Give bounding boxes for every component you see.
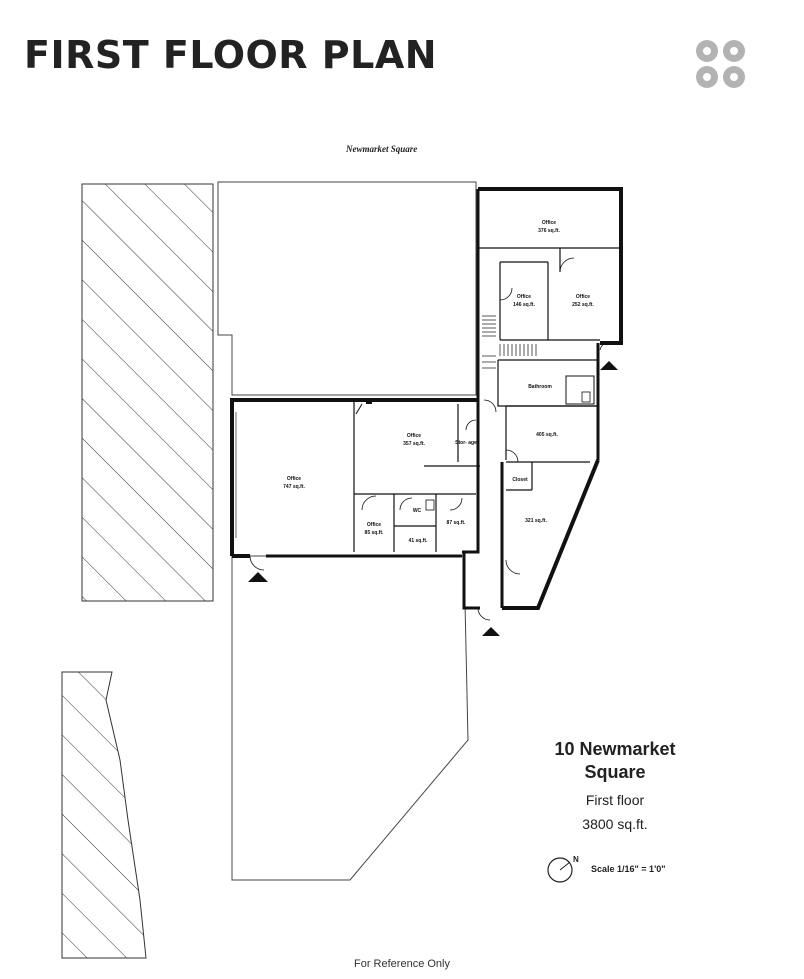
room-closet-name: Closet xyxy=(512,477,528,483)
wing-main xyxy=(230,398,480,571)
room-office-146-area: 146 sq.ft. xyxy=(513,302,535,308)
courtyard-outline xyxy=(217,181,477,396)
address-line-2: Square xyxy=(584,762,646,782)
room-office-376-area: 376 sq.ft. xyxy=(538,228,560,234)
room-labels: Office 376 sq.ft. Office 146 sq.ft. Offi… xyxy=(283,220,594,544)
area-label: 3800 sq.ft. xyxy=(582,816,648,832)
room-office-146-name: Office xyxy=(517,294,531,300)
room-storage-name: Stor- age xyxy=(455,440,477,446)
hatched-neighbour-lower xyxy=(61,671,147,959)
address-line-1: 10 Newmarket xyxy=(554,739,676,759)
entrance-triangle-icon xyxy=(600,361,618,370)
address-block: 10 Newmarket Square xyxy=(520,738,710,784)
room-office-85-name: Office xyxy=(367,522,381,528)
wing-top xyxy=(476,187,623,398)
entrance-markers xyxy=(248,341,618,636)
street-label: Newmarket Square xyxy=(346,144,418,154)
entrance-triangle-icon xyxy=(248,572,268,582)
room-office-252-name: Office xyxy=(576,294,590,300)
entrance-triangle-icon xyxy=(482,627,500,636)
room-office-252-area: 252 sq.ft. xyxy=(572,302,594,308)
floor-label: First floor xyxy=(585,792,645,808)
north-compass-icon: N xyxy=(547,855,579,883)
room-office-357-area: 357 sq.ft. xyxy=(403,441,425,447)
room-office-747-name: Office xyxy=(287,476,301,482)
room-wc-name: WC xyxy=(413,508,422,514)
yard-outline xyxy=(231,555,469,881)
room-office-85-area: 85 sq.ft. xyxy=(365,530,385,536)
page-title: FIRST FLOOR PLAN xyxy=(24,33,438,77)
room-office-376-name: Office xyxy=(542,220,556,226)
footer-note: For Reference Only xyxy=(354,958,450,970)
room-office-747-area: 747 sq.ft. xyxy=(283,484,305,490)
hatched-neighbour-upper xyxy=(81,183,214,602)
room-41-area: 41 sq.ft. xyxy=(409,538,429,544)
room-321-area: 321 sq.ft. xyxy=(525,518,547,524)
room-87-area: 87 sq.ft. xyxy=(447,520,467,526)
wing-east xyxy=(462,398,600,610)
north-label: N xyxy=(573,855,579,864)
room-405-area: 405 sq.ft. xyxy=(536,432,558,438)
scale-label: Scale 1/16" = 1'0" xyxy=(591,864,666,874)
bathroom-block xyxy=(497,343,600,460)
room-office-357-name: Office xyxy=(407,433,421,439)
brand-logo xyxy=(696,40,745,88)
room-bathroom-name: Bathroom xyxy=(528,384,552,390)
